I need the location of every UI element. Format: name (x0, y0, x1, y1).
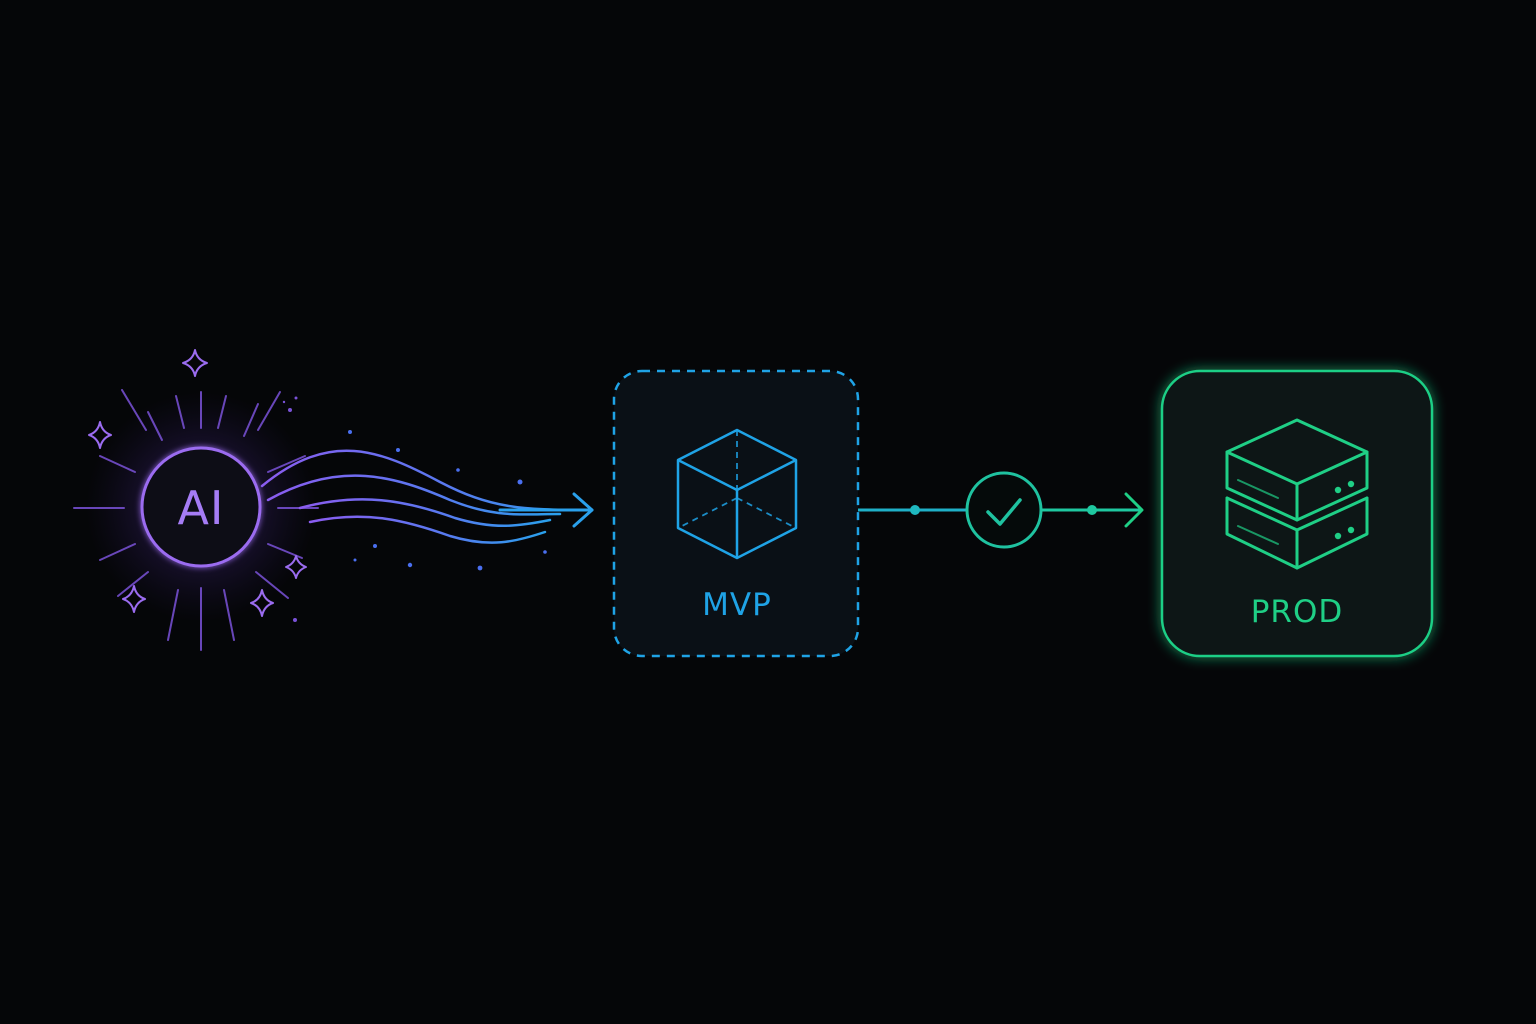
prod-label: PROD (1251, 594, 1344, 630)
server-stack-icon (1225, 418, 1369, 570)
sparkle-icon (88, 349, 307, 617)
ai-label: AI (177, 481, 224, 535)
prod-node: PROD (1160, 369, 1434, 658)
connector-dot-right (1087, 505, 1097, 515)
mvp-node: MVP (612, 369, 860, 658)
arrow-to-mvp (498, 492, 594, 528)
cube-icon (676, 428, 798, 560)
check-circle (965, 471, 1043, 549)
ai-to-mvp-flow (260, 449, 592, 544)
mvp-label: MVP (702, 587, 772, 623)
server-indicator-lights (1334, 480, 1355, 540)
mvp-to-prod-connector (858, 471, 1144, 549)
ai-circle (140, 446, 262, 568)
arrow-to-prod (1124, 492, 1144, 528)
check-icon (986, 498, 1022, 526)
flow-particles (348, 430, 547, 571)
ai-node: AI (73, 349, 319, 651)
connector-dot-left (910, 505, 920, 515)
ai-particles (282, 396, 298, 622)
